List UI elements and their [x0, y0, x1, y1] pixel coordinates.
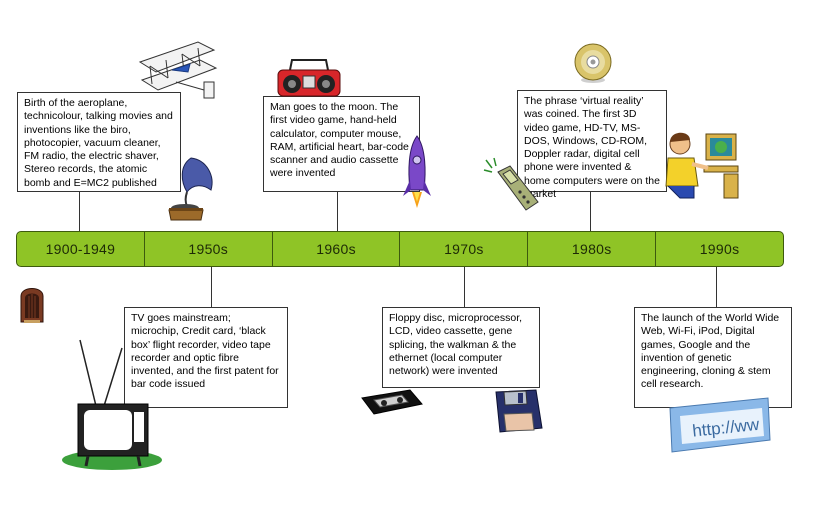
floppy-disk-icon [495, 389, 543, 433]
gramophone-icon [168, 157, 213, 221]
timeline-bar: 1900-1949 1950s 1960s 1970s 1980s 1990s [16, 231, 784, 267]
cell-phone-icon [483, 157, 539, 211]
event-box-1960: Man goes to the moon. The first video ga… [263, 96, 420, 192]
cd-disc-icon [574, 43, 612, 83]
period-1970s: 1970s [399, 232, 527, 266]
period-1990s: 1990s [655, 232, 783, 266]
period-1950s: 1950s [143, 232, 272, 266]
event-box-1990: The launch of the World Wide Web, Wi-Fi,… [634, 307, 792, 408]
computer-user-icon [665, 132, 739, 199]
period-1900-1949: 1900-1949 [45, 241, 116, 257]
event-box-1970: Floppy disc, microprocessor, LCD, video … [382, 307, 540, 388]
video-cassette-icon [361, 389, 423, 415]
television-icon [62, 339, 162, 470]
connector-1950 [211, 267, 212, 307]
connector-1970 [464, 267, 465, 307]
connector-1990 [716, 267, 717, 307]
connector-1980 [590, 192, 591, 231]
event-box-1900: Birth of the aeroplane, technicolour, ta… [17, 92, 181, 192]
event-box-1950: TV goes mainstream; microchip, Credit ca… [124, 307, 288, 408]
period-1980s: 1980s [527, 232, 655, 266]
rocket-icon [403, 135, 431, 208]
period-1960s: 1960s [271, 232, 400, 266]
web-address-icon: http://ww [669, 397, 771, 453]
event-box-1980: The phrase ‘virtual reality’ was coined.… [517, 90, 667, 200]
boombox-icon [277, 59, 341, 97]
biplane-icon [138, 41, 218, 99]
connector-1960 [337, 192, 338, 231]
old-radio-icon [20, 288, 44, 323]
connector-1900 [79, 192, 80, 231]
